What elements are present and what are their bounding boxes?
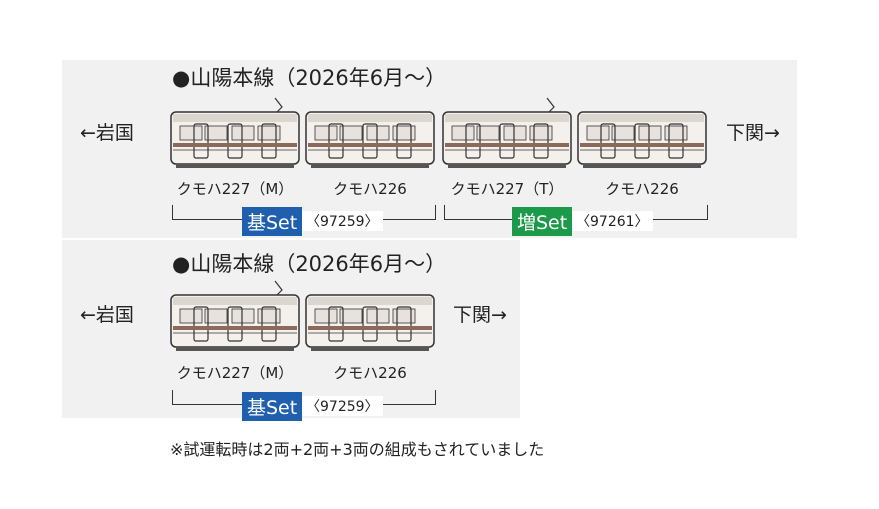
formation-1-right-direction: 下関→ [726, 122, 780, 144]
train-car-2-2 [305, 294, 435, 351]
train-car-1-3 [442, 97, 572, 168]
car-name-2-1: クモハ227（M） [176, 364, 294, 382]
set-badge-1-1: 基Set [242, 207, 303, 236]
train-car-1-4 [577, 111, 707, 168]
car-name-1-1: クモハ227（M） [176, 180, 294, 198]
train-car-1-2 [305, 111, 435, 168]
car-name-1-2: クモハ226 [333, 180, 407, 198]
formation-note: ※試運転時は2両+2両+3両の組成もされていました [170, 440, 545, 459]
set-badge-2-1: 基Set [242, 392, 303, 421]
formation-1-left-direction: ←岩国 [80, 122, 134, 144]
car-name-2-2: クモハ226 [333, 364, 407, 382]
car-name-1-3: クモハ227（T） [450, 180, 564, 198]
formation-2-heading: ●山陽本線（2026年6月～） [172, 252, 447, 276]
train-car-1-1 [170, 97, 300, 168]
formation-2-right-direction: 下関→ [453, 304, 507, 326]
set-number-1-2: 〈97261〉 [572, 211, 653, 231]
set-number-2-1: 〈97259〉 [302, 396, 383, 416]
set-badge-1-2: 増Set [512, 207, 573, 236]
set-number-1-1: 〈97259〉 [302, 211, 383, 231]
car-name-1-4: クモハ226 [605, 180, 679, 198]
formation-1-heading: ●山陽本線（2026年6月～） [172, 66, 447, 90]
train-car-2-1 [170, 280, 300, 351]
formation-2-left-direction: ←岩国 [80, 304, 134, 326]
